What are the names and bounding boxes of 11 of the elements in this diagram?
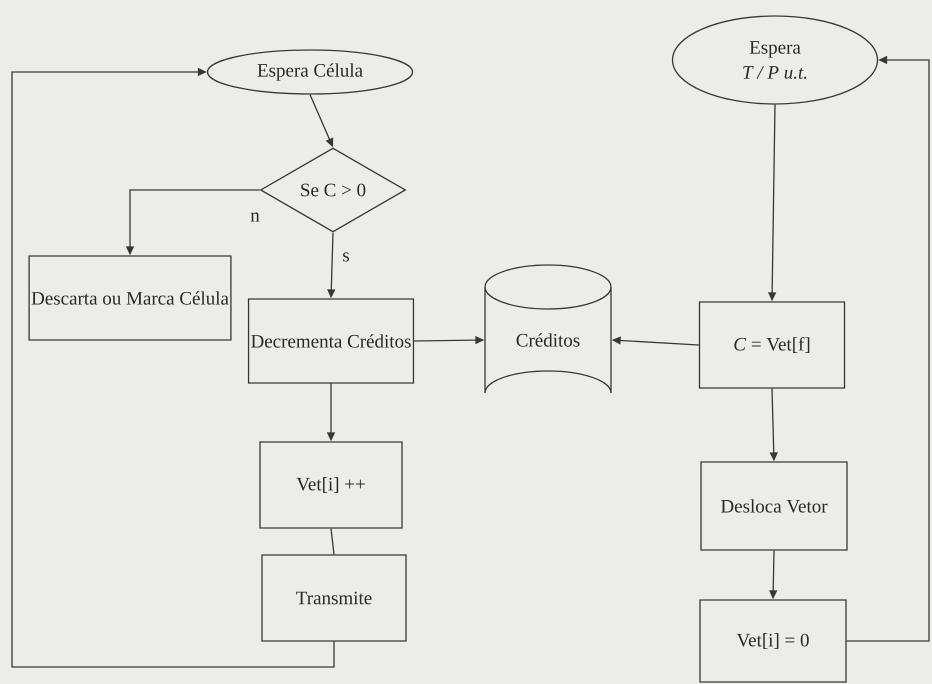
process-box: Vet[i] = 0 <box>699 599 847 683</box>
process-box: Descarta ou Marca Célula <box>28 255 232 341</box>
arrow <box>11 68 335 668</box>
database-cylinder: Créditos <box>484 264 612 394</box>
process-box: Desloca Vetor <box>700 461 848 551</box>
node-label: Créditos <box>516 333 580 347</box>
process-box: Vet[i] ++ <box>259 441 403 529</box>
edge-label: n <box>249 212 261 222</box>
process-box: C = Vet[f] <box>698 301 846 389</box>
process-box: Transmite <box>261 554 407 642</box>
process-box: Decrementa Créditos <box>248 298 414 384</box>
